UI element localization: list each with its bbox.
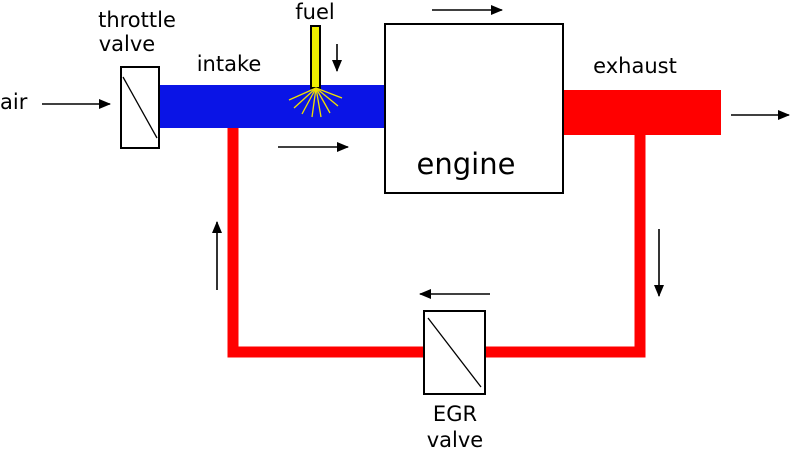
egr-supply-pipe — [486, 130, 646, 358]
egr-label-line2: valve — [427, 428, 483, 452]
fuel-injector — [310, 25, 321, 89]
intake-pipe — [160, 85, 385, 128]
engine-block — [384, 23, 564, 194]
exhaust-pipe — [563, 90, 721, 135]
fuel-spray — [288, 87, 343, 118]
egr-loop — [227, 128, 646, 358]
flow-arrows — [42, 5, 790, 299]
throttle-label-line1: throttle — [98, 8, 176, 32]
egr-label-line1: EGR — [433, 402, 477, 426]
air-label: air — [0, 90, 28, 114]
intake-label: intake — [197, 52, 262, 76]
fuel-label: fuel — [295, 0, 334, 24]
egr-valve — [423, 310, 486, 395]
exhaust-label: exhaust — [593, 54, 677, 78]
throttle-label-line2: valve — [99, 32, 155, 56]
throttle-valve — [120, 66, 160, 149]
engine-label: engine — [417, 147, 516, 181]
egr-return-pipe — [227, 128, 425, 358]
